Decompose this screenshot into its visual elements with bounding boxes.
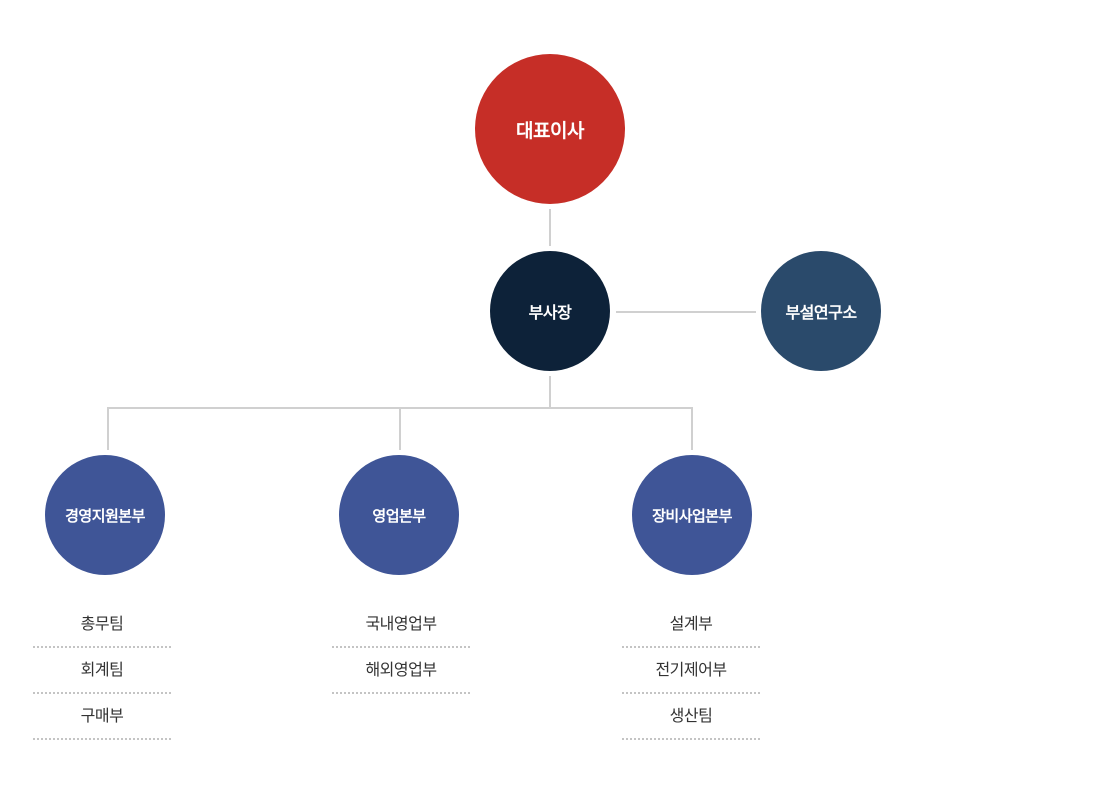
connector-vp-trunk (549, 376, 551, 408)
vice-president-label: 부사장 (528, 303, 572, 322)
team-list-sales: 국내영업부 해외영업부 (332, 604, 470, 696)
connector-division-3 (691, 407, 693, 450)
ceo-label: 대표이사 (516, 119, 584, 142)
team-item: 총무팀 (33, 604, 171, 648)
division-node-equipment: 장비사업본부 (632, 455, 752, 575)
vice-president-node: 부사장 (490, 251, 610, 371)
connector-vp-lab (616, 311, 756, 313)
team-item: 구매부 (33, 696, 171, 740)
research-lab-node: 부설연구소 (761, 251, 881, 371)
team-item: 해외영업부 (332, 650, 470, 694)
team-item: 회계팀 (33, 650, 171, 694)
division-label: 영업본부 (372, 506, 426, 525)
connector-ceo-vp (549, 209, 551, 246)
division-node-management-support: 경영지원본부 (45, 455, 165, 575)
division-node-sales: 영업본부 (339, 455, 459, 575)
team-item: 설계부 (622, 604, 760, 648)
division-label: 장비사업본부 (652, 506, 732, 525)
team-item: 생산팀 (622, 696, 760, 740)
team-item: 전기제어부 (622, 650, 760, 694)
division-label: 경영지원본부 (65, 506, 145, 525)
team-list-equipment: 설계부 전기제어부 생산팀 (622, 604, 760, 742)
ceo-node: 대표이사 (475, 54, 625, 204)
team-list-management-support: 총무팀 회계팀 구매부 (33, 604, 171, 742)
research-lab-label: 부설연구소 (785, 303, 857, 322)
connector-division-1 (107, 407, 109, 450)
connector-division-2 (399, 407, 401, 450)
team-item: 국내영업부 (332, 604, 470, 648)
